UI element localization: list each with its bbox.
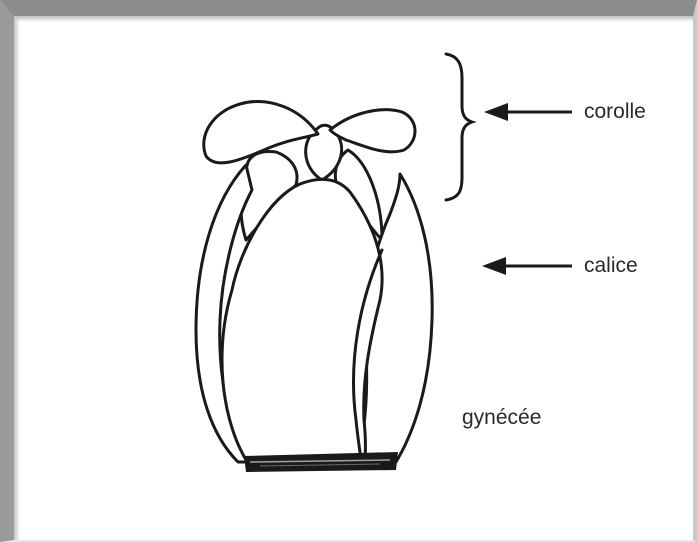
calyx-arrow bbox=[482, 257, 572, 275]
corolla-bracket bbox=[446, 54, 472, 200]
label-gynoecium: gynécée bbox=[462, 406, 541, 429]
label-corolla: corolle bbox=[584, 100, 646, 123]
corolla-arrow bbox=[484, 103, 572, 121]
label-calyx: calice bbox=[584, 254, 638, 277]
